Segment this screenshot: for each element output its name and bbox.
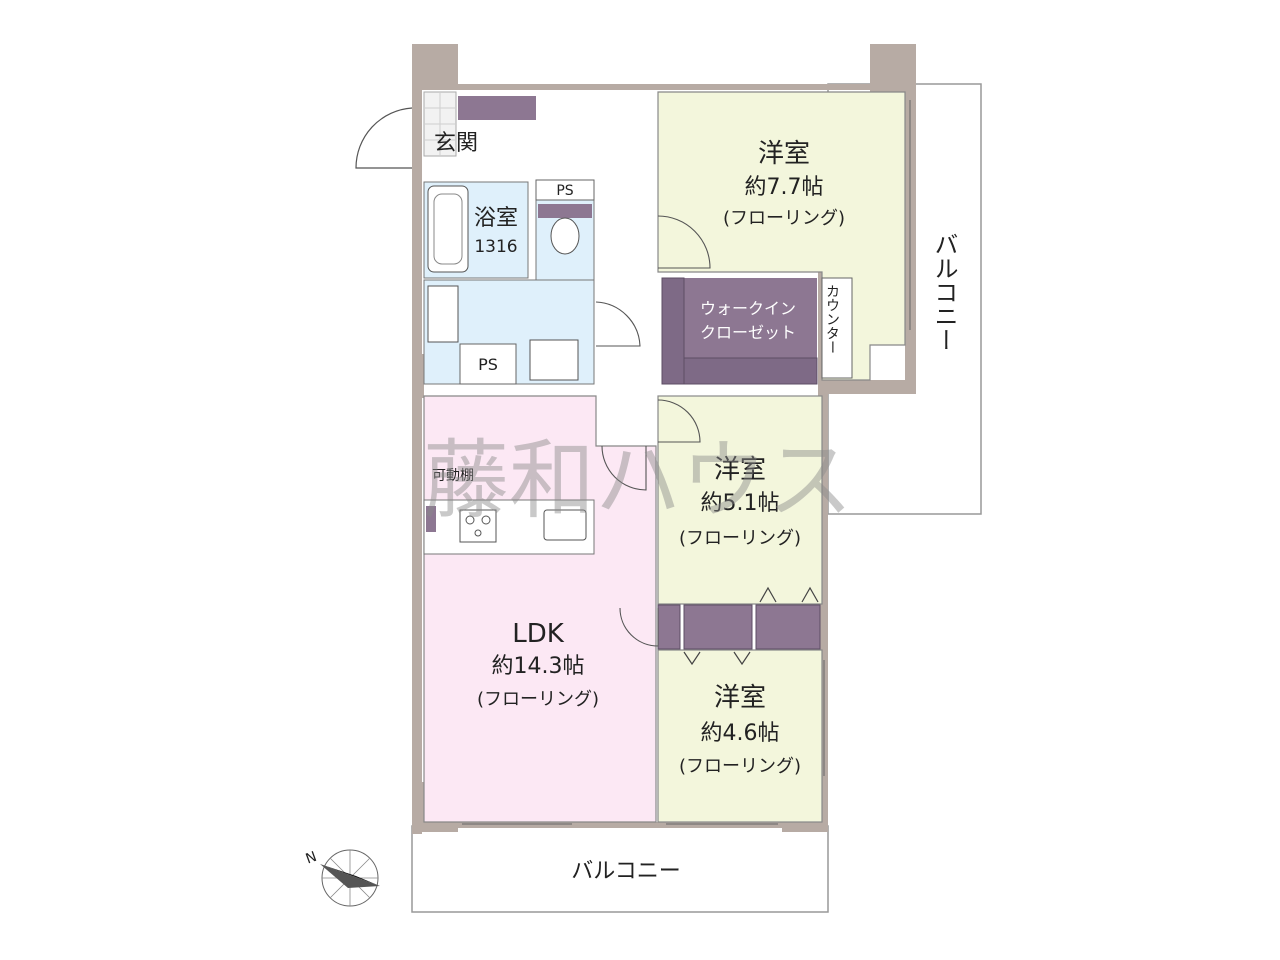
sink: [543, 509, 587, 541]
windows: [462, 100, 911, 825]
western-1-size: 約7.7帖: [745, 175, 824, 200]
western-1-floor: (フローリング): [723, 208, 845, 229]
ps-box-wash: [459, 343, 517, 385]
western-room-2: [657, 395, 823, 605]
counter-label: カウンター: [824, 284, 840, 354]
washer-pan: [529, 339, 579, 381]
ps-label-wash: PS: [478, 355, 498, 374]
storage-left: [657, 604, 681, 650]
ps-box-top: [535, 179, 595, 201]
compass: [320, 849, 380, 907]
stove: [459, 509, 497, 543]
western-3-size: 約4.6帖: [701, 721, 780, 746]
toilet-tank: [538, 204, 592, 218]
outer-walls: [412, 44, 916, 834]
ldk-name: LDK: [512, 619, 565, 649]
western-2-floor: (フローリング): [679, 528, 801, 549]
storage-right: [755, 604, 821, 650]
bath-label: 浴室: [474, 206, 518, 231]
entrance-label: 玄関: [434, 131, 478, 156]
balcony-bottom: [411, 825, 829, 913]
closet-shelf-bottom: [683, 357, 818, 385]
western-1-name: 洋室: [758, 139, 810, 169]
shoe-cabinet: [458, 96, 536, 120]
balcony-right-label: バルコニー: [930, 232, 958, 352]
closet-markers: [683, 586, 819, 666]
entrance-door-swing: [355, 107, 413, 169]
bathtub: [427, 185, 469, 273]
walk-in-closet-label-1: ウォークイン: [700, 299, 796, 318]
door-swings: [595, 215, 711, 647]
balcony-bottom-label: バルコニー: [571, 859, 681, 884]
ps-label-toilet: PS: [556, 183, 573, 199]
washbasin: [427, 285, 459, 343]
walk-in-closet-label-2: クローゼット: [700, 323, 796, 342]
western-2-name: 洋室: [714, 455, 766, 485]
ldk-size: 約14.3帖: [492, 654, 585, 679]
closet-shelf-left: [661, 277, 685, 385]
counter: [821, 277, 853, 379]
compass-north-label: N: [304, 849, 319, 868]
western-3-floor: (フローリング): [679, 756, 801, 777]
ldk-floor: (フローリング): [477, 689, 599, 710]
toilet-bowl: [550, 217, 580, 255]
movable-shelf: [426, 506, 436, 532]
western-room-3: [657, 649, 823, 823]
western-2-size: 約5.1帖: [701, 491, 780, 516]
bath-size: 1316: [474, 237, 517, 257]
watermark: 藤和ハウス: [423, 431, 853, 531]
storage-mid: [683, 604, 753, 650]
western-3-name: 洋室: [714, 683, 766, 713]
kitchen-shelf-label: 可動棚: [432, 468, 474, 484]
